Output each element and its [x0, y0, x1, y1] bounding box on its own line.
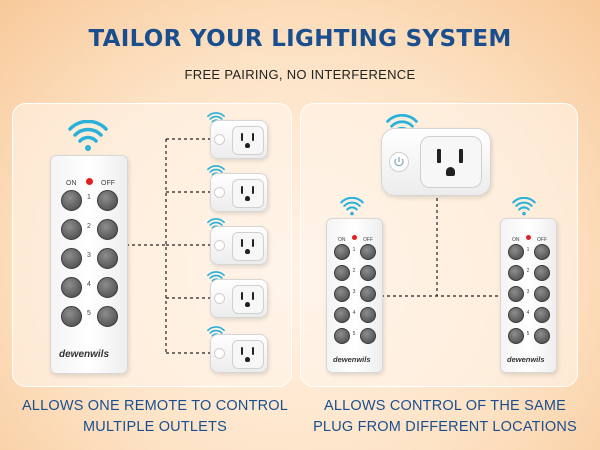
status-led	[86, 178, 93, 185]
on-button-4	[61, 277, 82, 298]
off-label: OFF	[101, 180, 115, 187]
button-number: 2	[352, 268, 356, 274]
power-button-icon	[389, 152, 409, 172]
on-button-2	[508, 265, 524, 281]
power-button-icon	[214, 187, 225, 198]
outlet-plug	[210, 120, 268, 159]
button-number: 1	[87, 194, 91, 201]
right-caption-line2: PLUG FROM DIFFERENT LOCATIONS	[313, 419, 577, 435]
on-button-2	[334, 265, 350, 281]
off-button-3	[360, 286, 376, 302]
off-button-2	[97, 219, 118, 240]
outlet-plug	[210, 279, 268, 318]
remote-control: ON OFF 1 2 3 4 5 dewenwils	[326, 218, 383, 373]
outlet-plug	[210, 226, 268, 265]
off-button-4	[97, 277, 118, 298]
on-button-1	[508, 244, 524, 260]
left-caption: ALLOWS ONE REMOTE TO CONTROL MULTIPLE OU…	[12, 396, 298, 438]
off-button-5	[97, 306, 118, 327]
right-caption: ALLOWS CONTROL OF THE SAME PLUG FROM DIF…	[300, 396, 590, 438]
outlet-plug	[210, 173, 268, 212]
on-label: ON	[512, 237, 520, 243]
outlet-icon	[420, 136, 482, 188]
status-led	[526, 235, 531, 240]
off-button-1	[97, 190, 118, 211]
outlet-icon	[232, 126, 264, 155]
status-led	[352, 235, 357, 240]
on-button-3	[334, 286, 350, 302]
button-number: 5	[526, 331, 530, 337]
page-subtitle: FREE PAIRING, NO INTERFERENCE	[184, 67, 416, 82]
power-button-icon	[214, 348, 225, 359]
remote-control: ON OFF 1 2 3 4 5 dewenwils	[500, 218, 557, 373]
button-number: 1	[352, 247, 356, 253]
on-button-1	[61, 190, 82, 211]
remote-control: ON OFF 1 2 3 4 5 dewenwils	[50, 155, 128, 374]
outlet-icon	[232, 340, 264, 369]
button-number: 5	[87, 310, 91, 317]
off-button-2	[534, 265, 550, 281]
off-button-5	[360, 328, 376, 344]
on-button-2	[61, 219, 82, 240]
off-button-4	[360, 307, 376, 323]
on-button-4	[508, 307, 524, 323]
off-button-3	[534, 286, 550, 302]
on-button-4	[334, 307, 350, 323]
brand-logo: dewenwils	[59, 349, 110, 360]
outlet-icon	[232, 285, 264, 314]
page-title: TAILOR YOUR LIGHTING SYSTEM	[88, 26, 512, 52]
left-caption-line1: ALLOWS ONE REMOTE TO CONTROL	[21, 398, 289, 414]
off-button-5	[534, 328, 550, 344]
off-label: OFF	[363, 237, 373, 243]
off-button-1	[360, 244, 376, 260]
button-number: 3	[526, 289, 530, 295]
power-button-icon	[214, 134, 225, 145]
on-button-5	[334, 328, 350, 344]
brand-logo: dewenwils	[507, 355, 545, 364]
off-button-3	[97, 248, 118, 269]
brand-logo: dewenwils	[333, 355, 371, 364]
button-number: 2	[526, 268, 530, 274]
wifi-signal-icon	[340, 196, 364, 220]
button-number: 3	[352, 289, 356, 295]
on-button-3	[508, 286, 524, 302]
off-button-1	[534, 244, 550, 260]
button-number: 4	[352, 310, 356, 316]
on-label: ON	[338, 237, 346, 243]
on-button-1	[334, 244, 350, 260]
smart-plug	[381, 128, 491, 196]
button-number: 3	[87, 252, 91, 259]
button-number: 1	[526, 247, 530, 253]
on-button-5	[508, 328, 524, 344]
outlet-plug	[210, 334, 268, 373]
wifi-signal-icon	[512, 196, 536, 220]
off-button-4	[534, 307, 550, 323]
right-caption-line1: ALLOWS CONTROL OF THE SAME	[323, 398, 567, 414]
on-button-5	[61, 306, 82, 327]
button-number: 4	[87, 281, 91, 288]
outlet-icon	[232, 179, 264, 208]
on-label: ON	[66, 180, 77, 187]
off-button-2	[360, 265, 376, 281]
button-number: 5	[352, 331, 356, 337]
button-number: 4	[526, 310, 530, 316]
power-button-icon	[214, 293, 225, 304]
left-caption-line2: MULTIPLE OUTLETS	[83, 419, 227, 435]
button-number: 2	[87, 223, 91, 230]
wifi-signal-icon	[68, 119, 108, 156]
off-label: OFF	[537, 237, 547, 243]
power-button-icon	[214, 240, 225, 251]
on-button-3	[61, 248, 82, 269]
outlet-icon	[232, 232, 264, 261]
